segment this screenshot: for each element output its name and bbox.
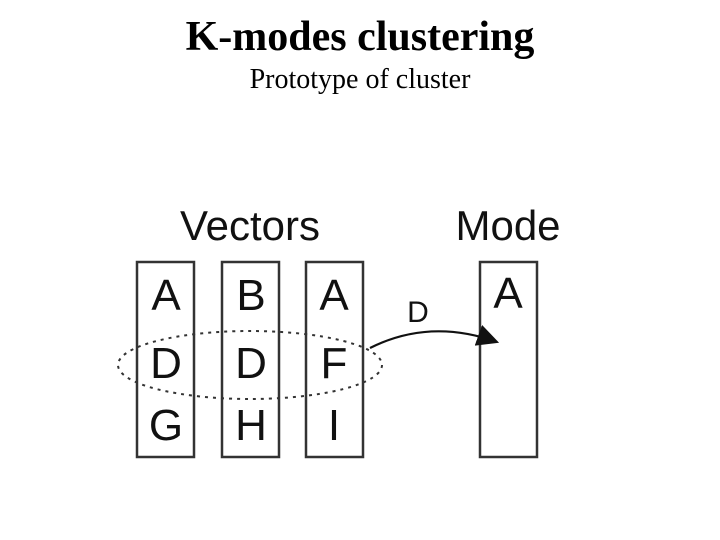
mode-arrow [369, 324, 500, 349]
vector-1-letter-1: A [151, 271, 181, 320]
mode-column [478, 260, 539, 459]
vector-1-letter-2: D [150, 339, 182, 388]
vector-2-letter-3: H [235, 401, 267, 450]
mode-label: Mode [455, 202, 560, 249]
vector-1-letter-3: G [149, 401, 183, 450]
page-subtitle: Prototype of cluster [249, 64, 471, 95]
vector-column-1 [135, 260, 196, 459]
vectors-label: Vectors [180, 202, 320, 249]
vector-3-letter-1: A [319, 271, 349, 320]
vector-2-letter-2: D [235, 339, 267, 388]
vector-column-2 [220, 260, 281, 459]
vector-3-letter-3: I [328, 401, 340, 450]
vector-column-3 [304, 260, 365, 459]
row-highlight-ellipse [117, 330, 383, 400]
page-title: K-modes clustering [185, 14, 535, 60]
vector-2-letter-1: B [236, 271, 265, 320]
arrow-label: D [407, 296, 429, 329]
mode-letter: A [493, 269, 523, 318]
vector-3-letter-2: F [321, 339, 348, 388]
